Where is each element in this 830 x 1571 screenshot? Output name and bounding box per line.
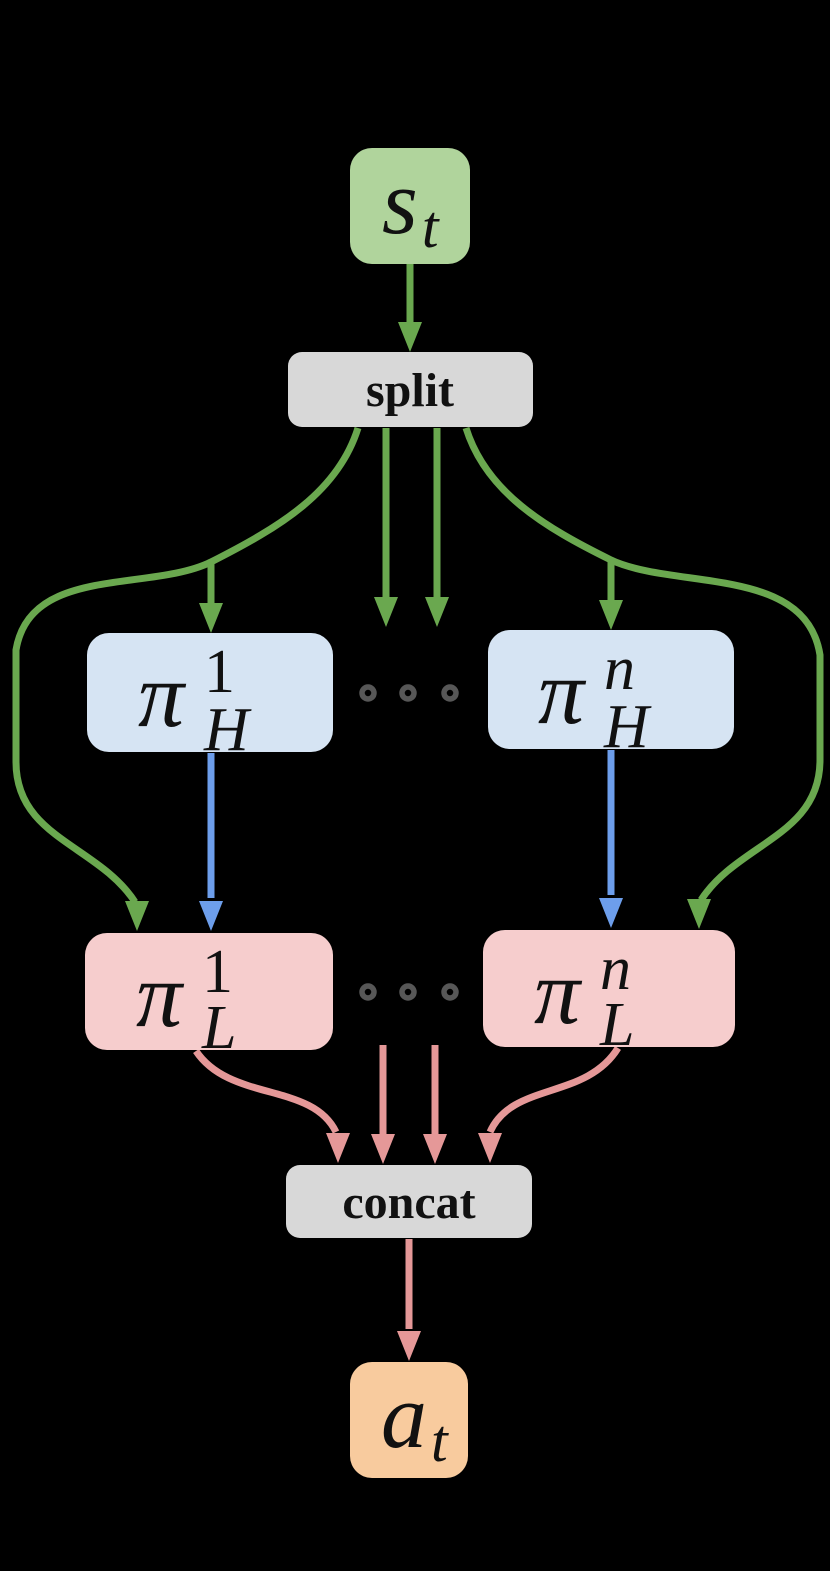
action-label-sub: t (431, 1408, 449, 1474)
arrowhead-hidden-2-to-concat (423, 1134, 447, 1164)
pi-h-1-base: π (138, 644, 187, 746)
action-label-base: a (381, 1365, 427, 1467)
arrowhead-pi-h-n-to-pi-l-n (599, 898, 623, 928)
arrow-pi-l-n-to-concat (486, 1046, 621, 1134)
pi-h-n-label: π n H (538, 635, 652, 761)
pi-l-n-sup: n (600, 935, 631, 1003)
ellipsis-dot (441, 684, 459, 702)
arrowhead-split-to-pi-l-n-bypass (687, 899, 711, 929)
pi-l-n-sub: L (599, 991, 634, 1059)
ellipsis-dots (359, 684, 459, 1001)
green-arrows (12, 264, 824, 931)
pi-h-1-node (87, 633, 333, 752)
blue-arrows (199, 750, 623, 931)
pi-h-1-sub: H (203, 696, 252, 764)
arrowhead-pi-l-n-to-concat (478, 1133, 502, 1163)
pi-h-1-sup: 1 (204, 638, 235, 706)
ellipsis-dot (441, 983, 459, 1001)
split-node (288, 352, 533, 427)
pi-h-n-node (488, 630, 734, 749)
arrow-pi-l-1-to-concat (193, 1048, 340, 1134)
arrowhead-split-to-pi-l-1-bypass (125, 901, 149, 931)
arrowhead-hidden-1-to-concat (371, 1134, 395, 1164)
arrowhead-concat-to-action (397, 1331, 421, 1361)
state-label-base: s (382, 151, 418, 253)
concat-label: concat (342, 1176, 475, 1229)
pi-l-1-sup: 1 (202, 938, 233, 1006)
ellipsis-dot (359, 983, 377, 1001)
pi-l-n-label: π n L (534, 935, 634, 1059)
node-labels: s t split π 1 H π n H π 1 L π n L concat… (136, 151, 652, 1474)
nodes (85, 148, 735, 1478)
pi-l-1-label: π 1 L (136, 938, 236, 1062)
ellipsis-dot (359, 684, 377, 702)
pi-h-n-sub: H (603, 693, 652, 761)
action-node (350, 1362, 468, 1478)
arrowhead-split-to-hidden-1 (374, 597, 398, 627)
arrowhead-pi-h-1-to-pi-l-1 (199, 901, 223, 931)
pi-l-1-node (85, 933, 333, 1050)
arrowhead-state-to-split (398, 322, 422, 352)
pi-l-n-base: π (534, 941, 583, 1043)
arrow-split-to-pi-h-1 (207, 426, 362, 605)
state-label-sub: t (422, 194, 440, 260)
state-node (350, 148, 470, 264)
pink-arrows (193, 1045, 621, 1361)
arrow-split-to-pi-l-1-bypass (12, 558, 213, 904)
pi-l-n-node (483, 930, 735, 1047)
concat-node (286, 1165, 532, 1238)
arrow-split-to-pi-h-n (462, 426, 615, 602)
ellipsis-dot (399, 684, 417, 702)
state-label: s t (382, 151, 440, 260)
pi-h-1-label: π 1 H (138, 638, 252, 764)
arrow-split-to-pi-l-n-bypass (609, 556, 824, 902)
pi-l-1-sub: L (201, 994, 236, 1062)
action-label: a t (381, 1365, 449, 1474)
arrowhead-split-to-pi-h-n (599, 600, 623, 630)
pi-h-n-base: π (538, 641, 587, 743)
arrowhead-split-to-pi-h-1 (199, 603, 223, 633)
arrowhead-pi-l-1-to-concat (326, 1133, 350, 1163)
arrowhead-split-to-hidden-2 (425, 597, 449, 627)
pi-h-n-sup: n (604, 635, 635, 703)
ellipsis-dot (399, 983, 417, 1001)
split-label: split (366, 364, 454, 417)
pi-l-1-base: π (136, 944, 185, 1046)
